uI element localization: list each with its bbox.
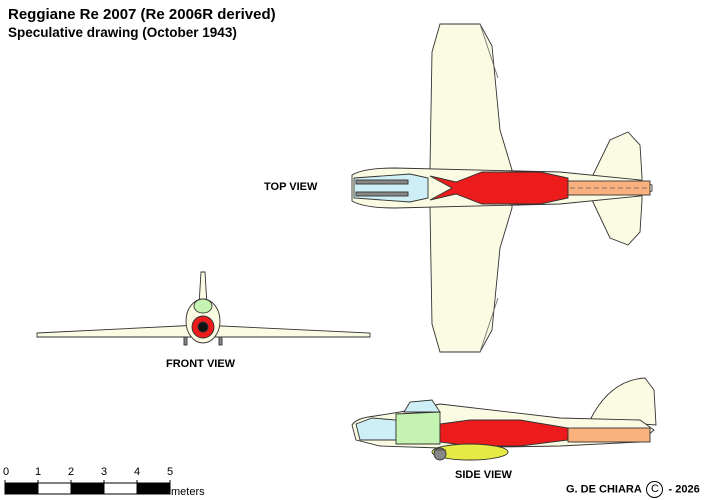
top-view-gun-right [355,191,409,197]
scale-bar-segment [103,482,138,495]
scale-bar-segment [4,482,39,495]
top-view-cockpit [353,173,429,203]
copyright-icon: C [646,481,664,498]
side-view-exhaust-duct [567,427,651,443]
scale-tick-label: 5 [167,466,174,478]
top-view [351,23,653,353]
scale-bar-segment [37,482,72,495]
drawing-subtitle: Speculative drawing (October 1943) [8,25,237,40]
drawing-title: Reggiane Re 2007 (Re 2006R derived) [8,6,276,23]
author-credit: G. DE CHIARA C - 2026 [566,481,700,498]
scale-tick-label: 0 [3,466,10,478]
side-view-undercarriage [431,443,509,461]
side-view-cockpit [395,411,441,445]
top-view-exhaust-duct [567,180,651,196]
scale-bar [4,480,171,495]
front-view-label: FRONT VIEW [166,358,236,370]
scale-bar-segment [70,482,105,495]
scale-tick-label: 2 [68,466,75,478]
front-view-canopy [193,298,213,314]
side-view-fin [589,377,657,426]
side-view-canopy [403,399,441,413]
side-view [351,377,657,461]
side-view-label: SIDE VIEW [455,469,512,481]
front-view [36,271,371,346]
top-view-label: TOP VIEW [264,181,318,193]
credit-year: - 2026 [668,483,700,496]
top-view-gun-left [355,179,409,185]
top-view-engine [429,171,569,205]
scale-tick-label: 3 [101,466,108,478]
scale-tick-label: 1 [35,466,42,478]
scale-unit-label: meters [171,486,205,498]
scale-bar-segment [136,482,171,495]
author-name: G. DE CHIARA [566,483,642,496]
scale-tick-label: 4 [134,466,141,478]
